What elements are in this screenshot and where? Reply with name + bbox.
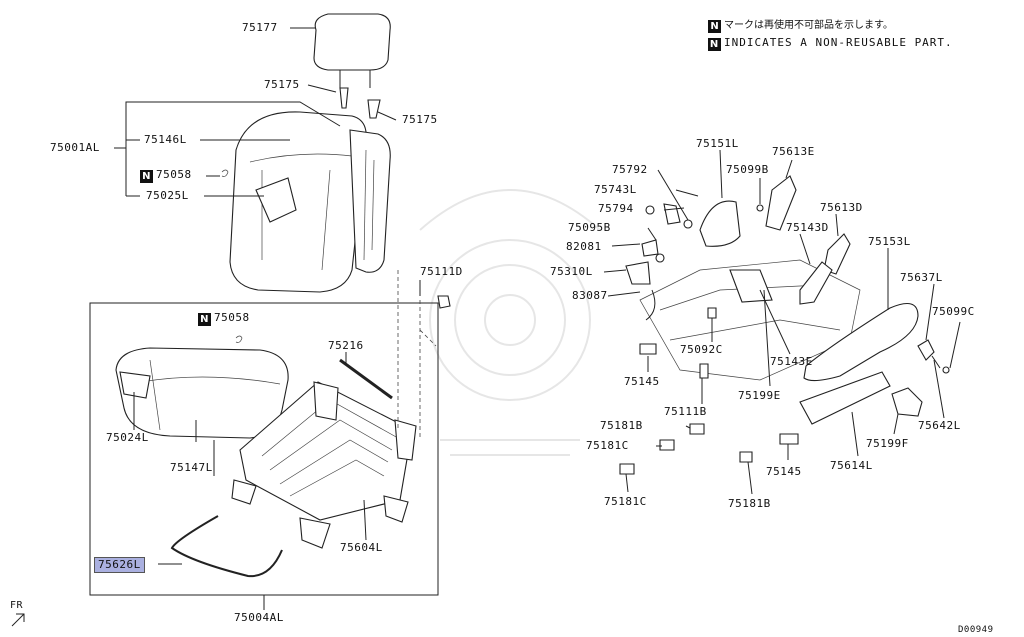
part-label-82081[interactable]: 82081	[566, 240, 602, 253]
part-label-75199E[interactable]: 75199E	[738, 389, 781, 402]
part-label-75175[interactable]: 75175	[402, 113, 438, 126]
part-label-75145[interactable]: 75145	[624, 375, 660, 388]
watermark-emblem	[419, 189, 601, 456]
seat-cushion-drawing	[115, 347, 289, 439]
part-label-75004AL[interactable]: 75004AL	[234, 611, 284, 624]
part-label-75642L[interactable]: 75642L	[918, 419, 961, 432]
front-label: FR	[10, 600, 24, 611]
part-label-75145[interactable]: 75145	[766, 465, 802, 478]
part-label-75095B[interactable]: 75095B	[568, 221, 611, 234]
part-label-75151L[interactable]: 75151L	[696, 137, 739, 150]
part-label-75613D[interactable]: 75613D	[820, 201, 863, 214]
part-label-75146L[interactable]: 75146L	[144, 133, 187, 146]
part-label-75216[interactable]: 75216	[328, 339, 364, 352]
part-label-83087[interactable]: 83087	[572, 289, 608, 302]
part-label-75143D[interactable]: 75143D	[786, 221, 829, 234]
part-label-75147L[interactable]: 75147L	[170, 461, 213, 474]
part-label-75111D[interactable]: 75111D	[420, 265, 463, 278]
part-label-75626L-highlighted[interactable]: 75626L	[94, 557, 145, 573]
part-label-75153L[interactable]: 75153L	[868, 235, 911, 248]
part-label-75743L[interactable]: 75743L	[594, 183, 637, 196]
n-mark: N	[140, 170, 153, 183]
headrest-drawing	[313, 13, 391, 88]
part-label-75199F[interactable]: 75199F	[866, 437, 909, 450]
part-label-75181C[interactable]: 75181C	[604, 495, 647, 508]
diagram-id: D00949	[958, 625, 994, 635]
part-label-75001AL[interactable]: 75001AL	[50, 141, 100, 154]
seat-frame-drawing	[231, 381, 417, 549]
part-label-75794[interactable]: 75794	[598, 202, 634, 215]
part-label-75181C[interactable]: 75181C	[586, 439, 629, 452]
part-label-75024L[interactable]: 75024L	[106, 431, 149, 444]
part-label-75177[interactable]: 75177	[242, 21, 278, 34]
part-label-75175[interactable]: 75175	[264, 78, 300, 91]
leader-lines-right	[603, 149, 961, 495]
part-label-75099C[interactable]: 75099C	[932, 305, 975, 318]
part-label-75792[interactable]: 75792	[612, 163, 648, 176]
n-mark: N	[708, 20, 721, 33]
part-label-75092C[interactable]: 75092C	[680, 343, 723, 356]
part-label-75614L[interactable]: 75614L	[830, 459, 873, 472]
n-mark: N	[198, 313, 211, 326]
part-label-75310L[interactable]: 75310L	[550, 265, 593, 278]
part-label-75025L[interactable]: 75025L	[146, 189, 189, 202]
part-label-75637L[interactable]: 75637L	[900, 271, 943, 284]
front-arrow	[11, 613, 25, 627]
part-label-75143E[interactable]: 75143E	[770, 355, 813, 368]
leader-lines	[114, 27, 437, 610]
n-mark: N	[708, 38, 721, 51]
part-label-75604L[interactable]: 75604L	[340, 541, 383, 554]
part-label-75099B[interactable]: 75099B	[726, 163, 769, 176]
part-label-75111B[interactable]: 75111B	[664, 405, 707, 418]
part-label-75181B[interactable]: 75181B	[600, 419, 643, 432]
part-label-75613E[interactable]: 75613E	[772, 145, 815, 158]
part-label-75181B[interactable]: 75181B	[728, 497, 771, 510]
seatback-drawing	[229, 111, 391, 293]
